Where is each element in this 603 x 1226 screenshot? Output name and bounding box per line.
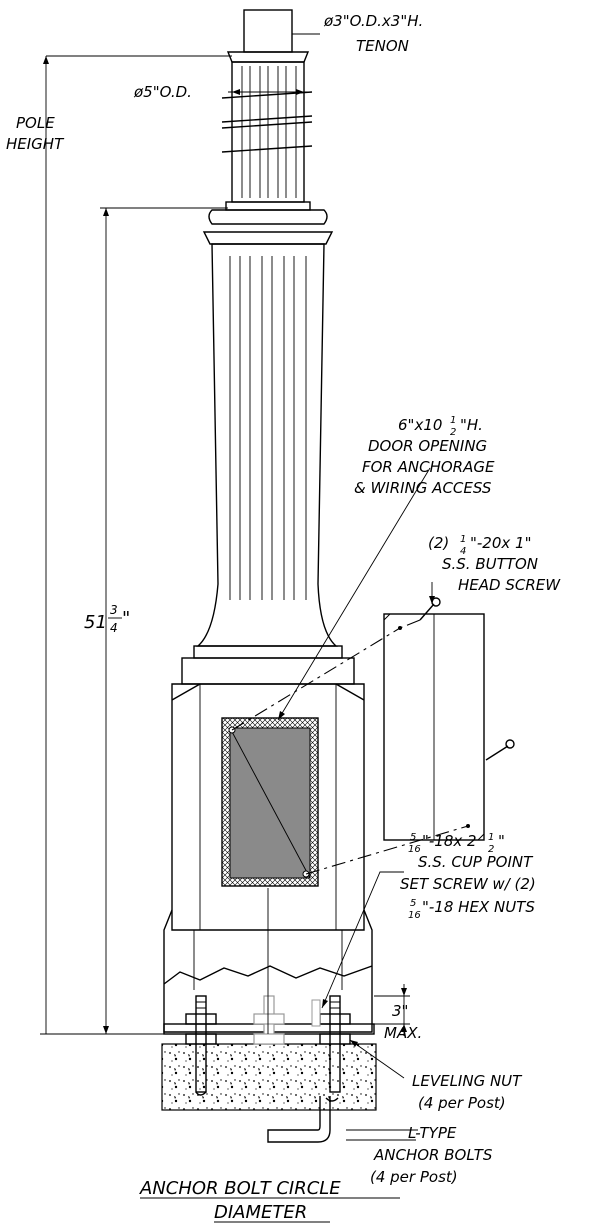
max-text: MAX. — [384, 1024, 422, 1042]
set-line-3: SET SCREW w/ (2) — [400, 875, 536, 893]
pole-height-label: POLE HEIGHT — [6, 114, 65, 153]
bolt-circle-line-1: ANCHOR BOLT CIRCLE — [139, 1178, 341, 1199]
screw-line-3: HEAD SCREW — [458, 576, 561, 594]
door-label-den: 2 — [450, 427, 456, 438]
set-screw-label: 5 16 "-18x 2 1 2 " S.S. CUP POINT SET SC… — [400, 832, 536, 921]
height-denominator: 4 — [110, 621, 118, 635]
leveling-line-1: LEVELING NUT — [412, 1072, 523, 1090]
set-size-end: " — [498, 832, 505, 850]
screw-size: "-20x 1" — [470, 534, 532, 552]
door-label-line-4: & WIRING ACCESS — [354, 479, 492, 497]
set-screw — [311, 999, 321, 1027]
height-numerator: 3 — [110, 603, 118, 617]
explode-line-bottom — [305, 825, 469, 875]
set-line-4: "-18 HEX NUTS — [422, 898, 535, 916]
door-label-end: "H. — [460, 416, 483, 434]
button-screw-label: (2) 1 4 "-20x 1" S.S. BUTTON HEAD SCREW — [428, 534, 561, 594]
pole-height-dimension — [40, 55, 232, 1035]
door-label-line-3: FOR ANCHORAGE — [362, 458, 495, 476]
screw-qty: (2) — [428, 534, 449, 552]
leveling-nut-label: LEVELING NUT (4 per Post) — [412, 1072, 523, 1112]
tenon-label: ø3"O.D.x3"H. TENON — [323, 12, 423, 55]
anchor-bolt-left — [185, 995, 217, 1096]
pole-height-line-2: HEIGHT — [6, 135, 65, 153]
set-4-den: 16 — [408, 910, 421, 921]
screw-num: 1 — [460, 534, 466, 545]
explode-line-top — [231, 627, 401, 731]
column-height-dimension — [100, 207, 228, 1034]
anchor-bolt-center — [253, 995, 285, 1045]
set-num-2: 1 — [488, 832, 494, 843]
max-label: 3" MAX. — [384, 1002, 422, 1042]
explode-line-screw — [399, 619, 421, 629]
set-4-num: 5 — [410, 898, 416, 909]
set-size: "-18x 2 — [422, 832, 477, 850]
door-opening — [221, 717, 319, 887]
height-unit: " — [122, 608, 130, 629]
shaft-collar — [202, 201, 334, 245]
door-label-num: 1 — [450, 415, 456, 426]
set-den: 16 — [408, 844, 421, 855]
main-fluted-column — [181, 243, 355, 685]
l-type-anchor-bolt — [267, 1096, 339, 1143]
door-label: 6"x10 1 2 "H. DOOR OPENING FOR ANCHORAGE… — [354, 415, 495, 497]
anchor-line-2: ANCHOR BOLTS — [373, 1146, 493, 1164]
set-num: 5 — [410, 832, 416, 843]
od-label: ø5"O.D. — [133, 83, 192, 101]
upper-fluted-shaft — [221, 51, 313, 203]
height-whole: 51 — [84, 612, 107, 633]
anchor-line-1: L-TYPE — [408, 1124, 457, 1142]
tenon-label-line-2: TENON — [356, 37, 409, 55]
pole-height-line-1: POLE — [16, 114, 55, 132]
max-value: 3" — [392, 1002, 408, 1020]
height-value-label: 51 3 4 " — [84, 603, 130, 635]
access-door-panel — [383, 597, 515, 841]
set-line-2: S.S. CUP POINT — [418, 853, 534, 871]
screw-den: 4 — [460, 546, 466, 557]
tenon-label-line-1: ø3"O.D.x3"H. — [323, 12, 423, 30]
leader-lines — [267, 33, 435, 1141]
door-label-line-2: DOOR OPENING — [368, 437, 487, 455]
od-dimension — [228, 89, 308, 95]
tenon — [243, 9, 293, 53]
max-dimension — [374, 984, 410, 1036]
door-label-line-1: 6"x10 — [398, 416, 442, 434]
bolt-circle-title: ANCHOR BOLT CIRCLE DIAMETER — [139, 1178, 400, 1223]
screw-line-2: S.S. BUTTON — [442, 555, 538, 573]
bolt-circle-line-2: DIAMETER — [214, 1202, 307, 1223]
anchor-bolt-label: L-TYPE ANCHOR BOLTS (4 per Post) — [370, 1124, 493, 1186]
concrete-foundation — [161, 1043, 377, 1111]
anchor-line-3: (4 per Post) — [370, 1168, 458, 1186]
set-den-2: 2 — [488, 844, 494, 855]
leveling-line-2: (4 per Post) — [418, 1094, 506, 1112]
